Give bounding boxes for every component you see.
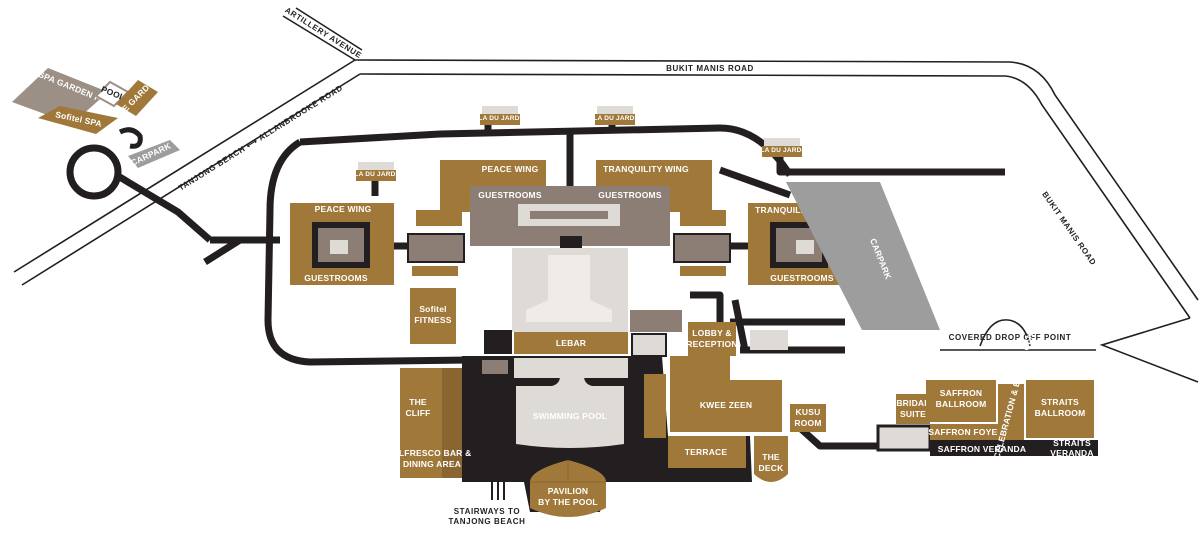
bukit-manis-lower-edge (1099, 317, 1199, 383)
spa-roundabout (66, 144, 122, 200)
spa-carpark (128, 140, 180, 168)
central-block: PEACE WING GUESTROOMS TRANQUILITY WING G… (407, 160, 731, 276)
path-tranq-north (718, 166, 792, 199)
lobby-label-1: LOBBY & (692, 328, 732, 338)
spa-area: OUTDOOR SPA GARDEN FACILITIES POOL THE G… (0, 51, 213, 243)
the-cliff-label-1: THE (409, 397, 427, 407)
library-events-centre (998, 384, 1024, 440)
the-deck-label-1: THE (762, 452, 780, 462)
the-deck-label-2: DECK (759, 463, 785, 473)
drop-off-loop (979, 319, 1031, 347)
lebar-area: LEBAR LOBBY & RECEPTION (484, 248, 737, 357)
the-cliff: THE CLIFF ALFRESCO BAR & DINING AREA (393, 368, 472, 478)
main-carpark: CARPARK COVERED DROP OFF POINT (750, 182, 1071, 350)
peace-wing-west-label: PEACE WING (315, 204, 372, 214)
lebar-label: LEBAR (556, 338, 586, 348)
the-cliff-label-2: CLIFF (405, 408, 430, 418)
the-garden (116, 80, 158, 116)
straits-veranda-label-2: VERANDA (1050, 448, 1093, 458)
saffron-veranda-label: SAFFRON VERANDA (938, 444, 1026, 454)
bridal-label-1: BRIDAL (896, 398, 929, 408)
stairways-label-2: TANJONG BEACH (449, 517, 526, 526)
artillery-road-edge-1 (282, 15, 356, 61)
straits-ballroom-label-2: BALLROOM (1035, 408, 1086, 418)
villa3-label: VILLA DU JARDIN 3 (468, 115, 533, 122)
kwee-zeen (670, 356, 782, 432)
tranquility-wing-east-label: TRANQUILITY WING (755, 205, 841, 215)
swimming-pool (516, 376, 624, 448)
sofitel-spa (38, 106, 118, 134)
tranquility-wing-north (596, 160, 712, 212)
straits-ballroom (1026, 380, 1094, 438)
villa-du-jardin-2: VILLA DU JARDIN 2 (583, 106, 648, 125)
pavilion-label-2: BY THE POOL (538, 497, 598, 507)
bukit-manis-road-edge-inner (359, 73, 1191, 319)
outdoor-spa-garden (12, 68, 108, 124)
villa-du-jardin-4: VILLA DU JARDIN 4 (344, 162, 409, 181)
saffron-foyer-label: SAFFRON FOYER (928, 427, 1003, 437)
resort-paths (203, 122, 1005, 450)
tanjong-road-edge-1 (13, 59, 356, 273)
pavilion (530, 460, 606, 517)
alfresco-label-2: DINING AREA (403, 459, 461, 469)
villa-du-jardin-1: VILLA DU JARDIN 1 (750, 138, 815, 157)
sofitel-fitness: Sofitel FITNESS (410, 288, 456, 344)
path-lobby-link (690, 291, 724, 330)
kwee-zeen-label: KWEE ZEEN (700, 400, 752, 410)
stairways-label-1: STAIRWAYS TO (454, 507, 520, 516)
road-network (13, 7, 1199, 383)
peace-wing-north-label: PEACE WING (482, 164, 539, 174)
straits-veranda-label-1: STRAITS (1053, 438, 1091, 448)
peace-wing-north-guestrooms-label: GUESTROOMS (478, 190, 542, 200)
lobby-label-2: RECEPTION (686, 339, 737, 349)
villa-du-jardin-3: VILLA DU JARDIN 3 (468, 106, 533, 125)
spa-path-hook (118, 127, 143, 149)
swimming-pool-label: SWIMMING POOL (533, 411, 607, 421)
peace-wing-north (440, 160, 546, 212)
terrace (668, 436, 746, 468)
kusu-room (790, 404, 826, 432)
tranquility-wing-east-guestrooms-label: GUESTROOMS (770, 273, 834, 283)
pool-terrace: SWIMMING POOL PAVILION BY THE POOL STAIR… (449, 356, 752, 526)
villa2-label: VILLA DU JARDIN 2 (583, 115, 648, 122)
terrace-label: TERRACE (685, 447, 728, 457)
kusu-label-1: KUSU (796, 407, 821, 417)
drop-off-label: COVERED DROP OFF POINT (949, 333, 1072, 342)
alfresco-label-1: ALFRESCO BAR & (393, 448, 472, 458)
bukit-manis-road-top-label: BUKIT MANIS ROAD (666, 64, 754, 73)
saffron-foyer (930, 424, 1002, 440)
path-west-branch (203, 237, 242, 265)
bukit-manis-road-edge-outer (354, 59, 1199, 301)
artillery-road-edge-2 (295, 7, 363, 51)
fitness-brand-label: Sofitel (419, 304, 446, 314)
villas: VILLA DU JARDIN 3 VILLA DU JARDIN 2 VILL… (344, 106, 815, 181)
saffron-ballroom-label-1: SAFFRON (940, 388, 982, 398)
tranquility-wing-north-guestrooms-label: GUESTROOMS (598, 190, 662, 200)
straits-ballroom-label-1: STRAITS (1041, 397, 1079, 407)
kwee-zeen-area: KWEE ZEEN TERRACE THE DECK KUSU ROOM (644, 356, 826, 482)
saffron-ballroom-label-2: BALLROOM (936, 399, 987, 409)
path-villa1 (776, 152, 1005, 176)
bridal-label-2: SUITE (900, 409, 926, 419)
peace-wing-west: PEACE WING GUESTROOMS (290, 203, 394, 285)
path-west-loop (264, 138, 471, 366)
bridal-suite (896, 394, 930, 424)
the-deck (754, 436, 788, 482)
peace-wing-west-guestrooms-label: GUESTROOMS (304, 273, 368, 283)
saffron-ballroom (926, 380, 996, 422)
artillery-avenue-label: ARTILLERY AVENUE (283, 6, 363, 61)
villa4-label: VILLA DU JARDIN 4 (344, 171, 409, 178)
fitness-label: FITNESS (414, 315, 451, 325)
path-kusu (797, 425, 882, 450)
bukit-manis-road-right-label: BUKIT MANIS ROAD (1040, 190, 1098, 267)
tranquility-wing-north-label: TRANQUILITY WING (603, 164, 689, 174)
kusu-label-2: ROOM (794, 418, 821, 428)
path-east-3 (731, 299, 749, 351)
villa1-label: VILLA DU JARDIN 1 (750, 147, 815, 154)
tanjong-road-edge-2 (21, 73, 361, 286)
spa-driveway (116, 172, 213, 243)
ballroom-area: SAFFRON VERANDA STRAITS VERANDA BRIDAL S… (876, 314, 1098, 508)
pavilion-label-1: PAVILION (548, 486, 588, 496)
